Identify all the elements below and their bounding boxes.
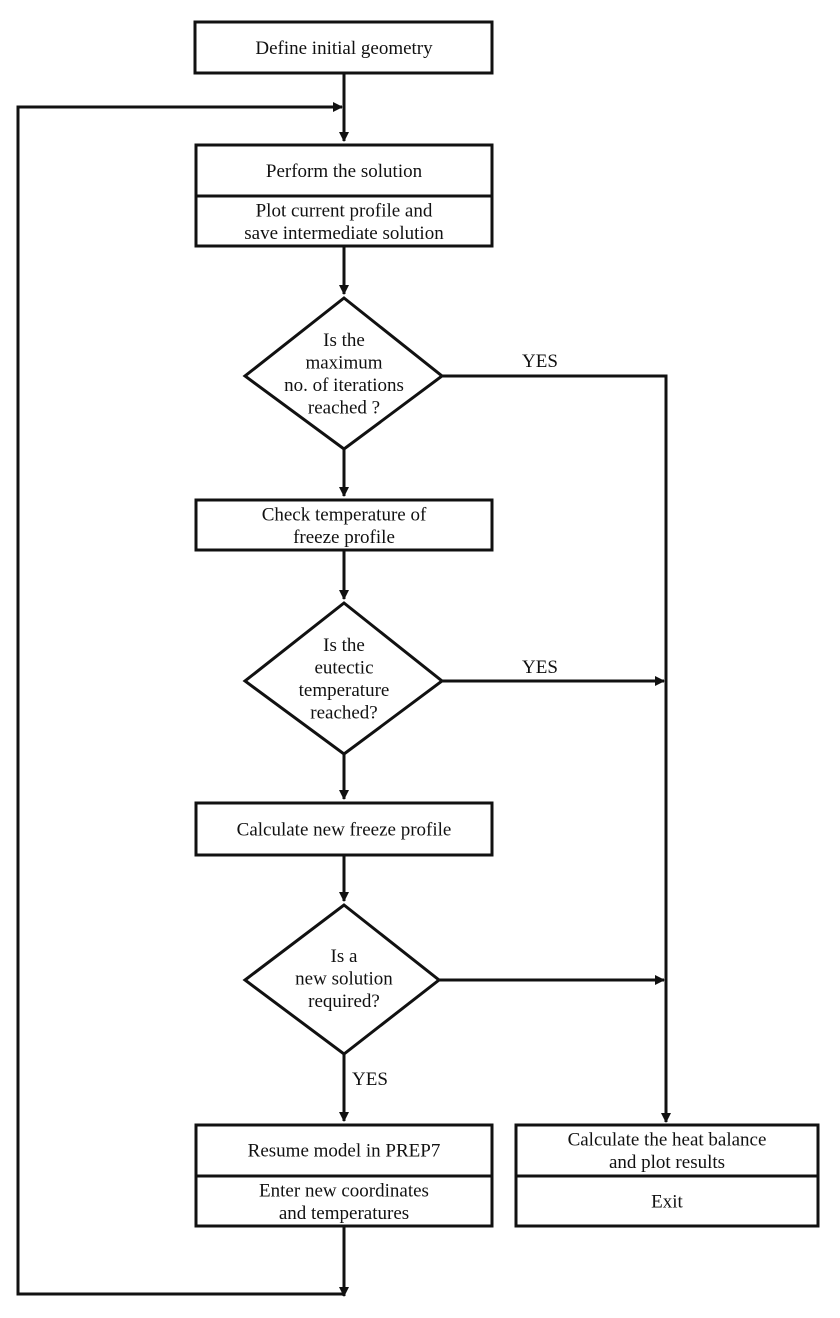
node-resume-model: Resume model in PREP7	[194, 1123, 494, 1178]
enter-coordinates-line: and temperatures	[279, 1203, 409, 1224]
calculate-profile-text: Calculate new freeze profile	[237, 820, 452, 841]
decision-new-solution-line: required?	[308, 991, 380, 1012]
loop-back-rail	[16, 102, 344, 1296]
heat-balance-line: and plot results	[609, 1152, 725, 1173]
exit-text: Exit	[651, 1192, 683, 1213]
calculate-profile-line: Calculate new freeze profile	[237, 820, 452, 841]
decision-max-iterations-line: maximum	[305, 352, 382, 373]
decision-eutectic-line: Is the	[323, 635, 365, 656]
heat-balance-line: Calculate the heat balance	[568, 1129, 767, 1150]
perform-solution-text: Perform the solution	[266, 161, 423, 182]
decision-max-iterations-line: reached ?	[308, 397, 380, 418]
resume-model-text: Resume model in PREP7	[248, 1141, 441, 1162]
label-yes-eutectic: YES	[522, 657, 558, 678]
decision-eutectic-line: reached?	[310, 702, 378, 723]
define-geometry-line: Define initial geometry	[255, 38, 433, 59]
decision-max-iterations-line: no. of iterations	[284, 375, 404, 396]
decision-max-iterations-line: Is the	[323, 330, 365, 351]
perform-solution-line: Perform the solution	[266, 161, 423, 182]
decision-eutectic-line: eutectic	[314, 657, 373, 678]
decision-new-solution-line: new solution	[295, 969, 393, 990]
connectors	[16, 73, 671, 1297]
label-yes-max-iterations: YES	[522, 351, 558, 372]
node-exit: Exit	[514, 1174, 820, 1228]
check-temperature-line: Check temperature of	[262, 504, 427, 525]
enter-coordinates-line: Enter new coordinates	[259, 1180, 429, 1201]
exit-line: Exit	[651, 1192, 683, 1213]
arrow-decision-max-yes-rail	[442, 374, 671, 1123]
node-perform-solution: Perform the solution	[194, 143, 494, 198]
define-geometry-text: Define initial geometry	[255, 38, 433, 59]
decision-eutectic-line: temperature	[299, 680, 390, 701]
check-temperature-line: freeze profile	[293, 527, 395, 548]
label-yes-new-solution: YES	[352, 1069, 388, 1090]
plot-save-line: Plot current profile and	[256, 200, 433, 221]
node-calculate-profile: Calculate new freeze profile	[194, 801, 494, 857]
decision-new-solution-line: Is a	[331, 946, 358, 967]
node-define-geometry: Define initial geometry	[193, 20, 494, 75]
resume-model-line: Resume model in PREP7	[248, 1141, 441, 1162]
plot-save-line: save intermediate solution	[244, 223, 444, 244]
